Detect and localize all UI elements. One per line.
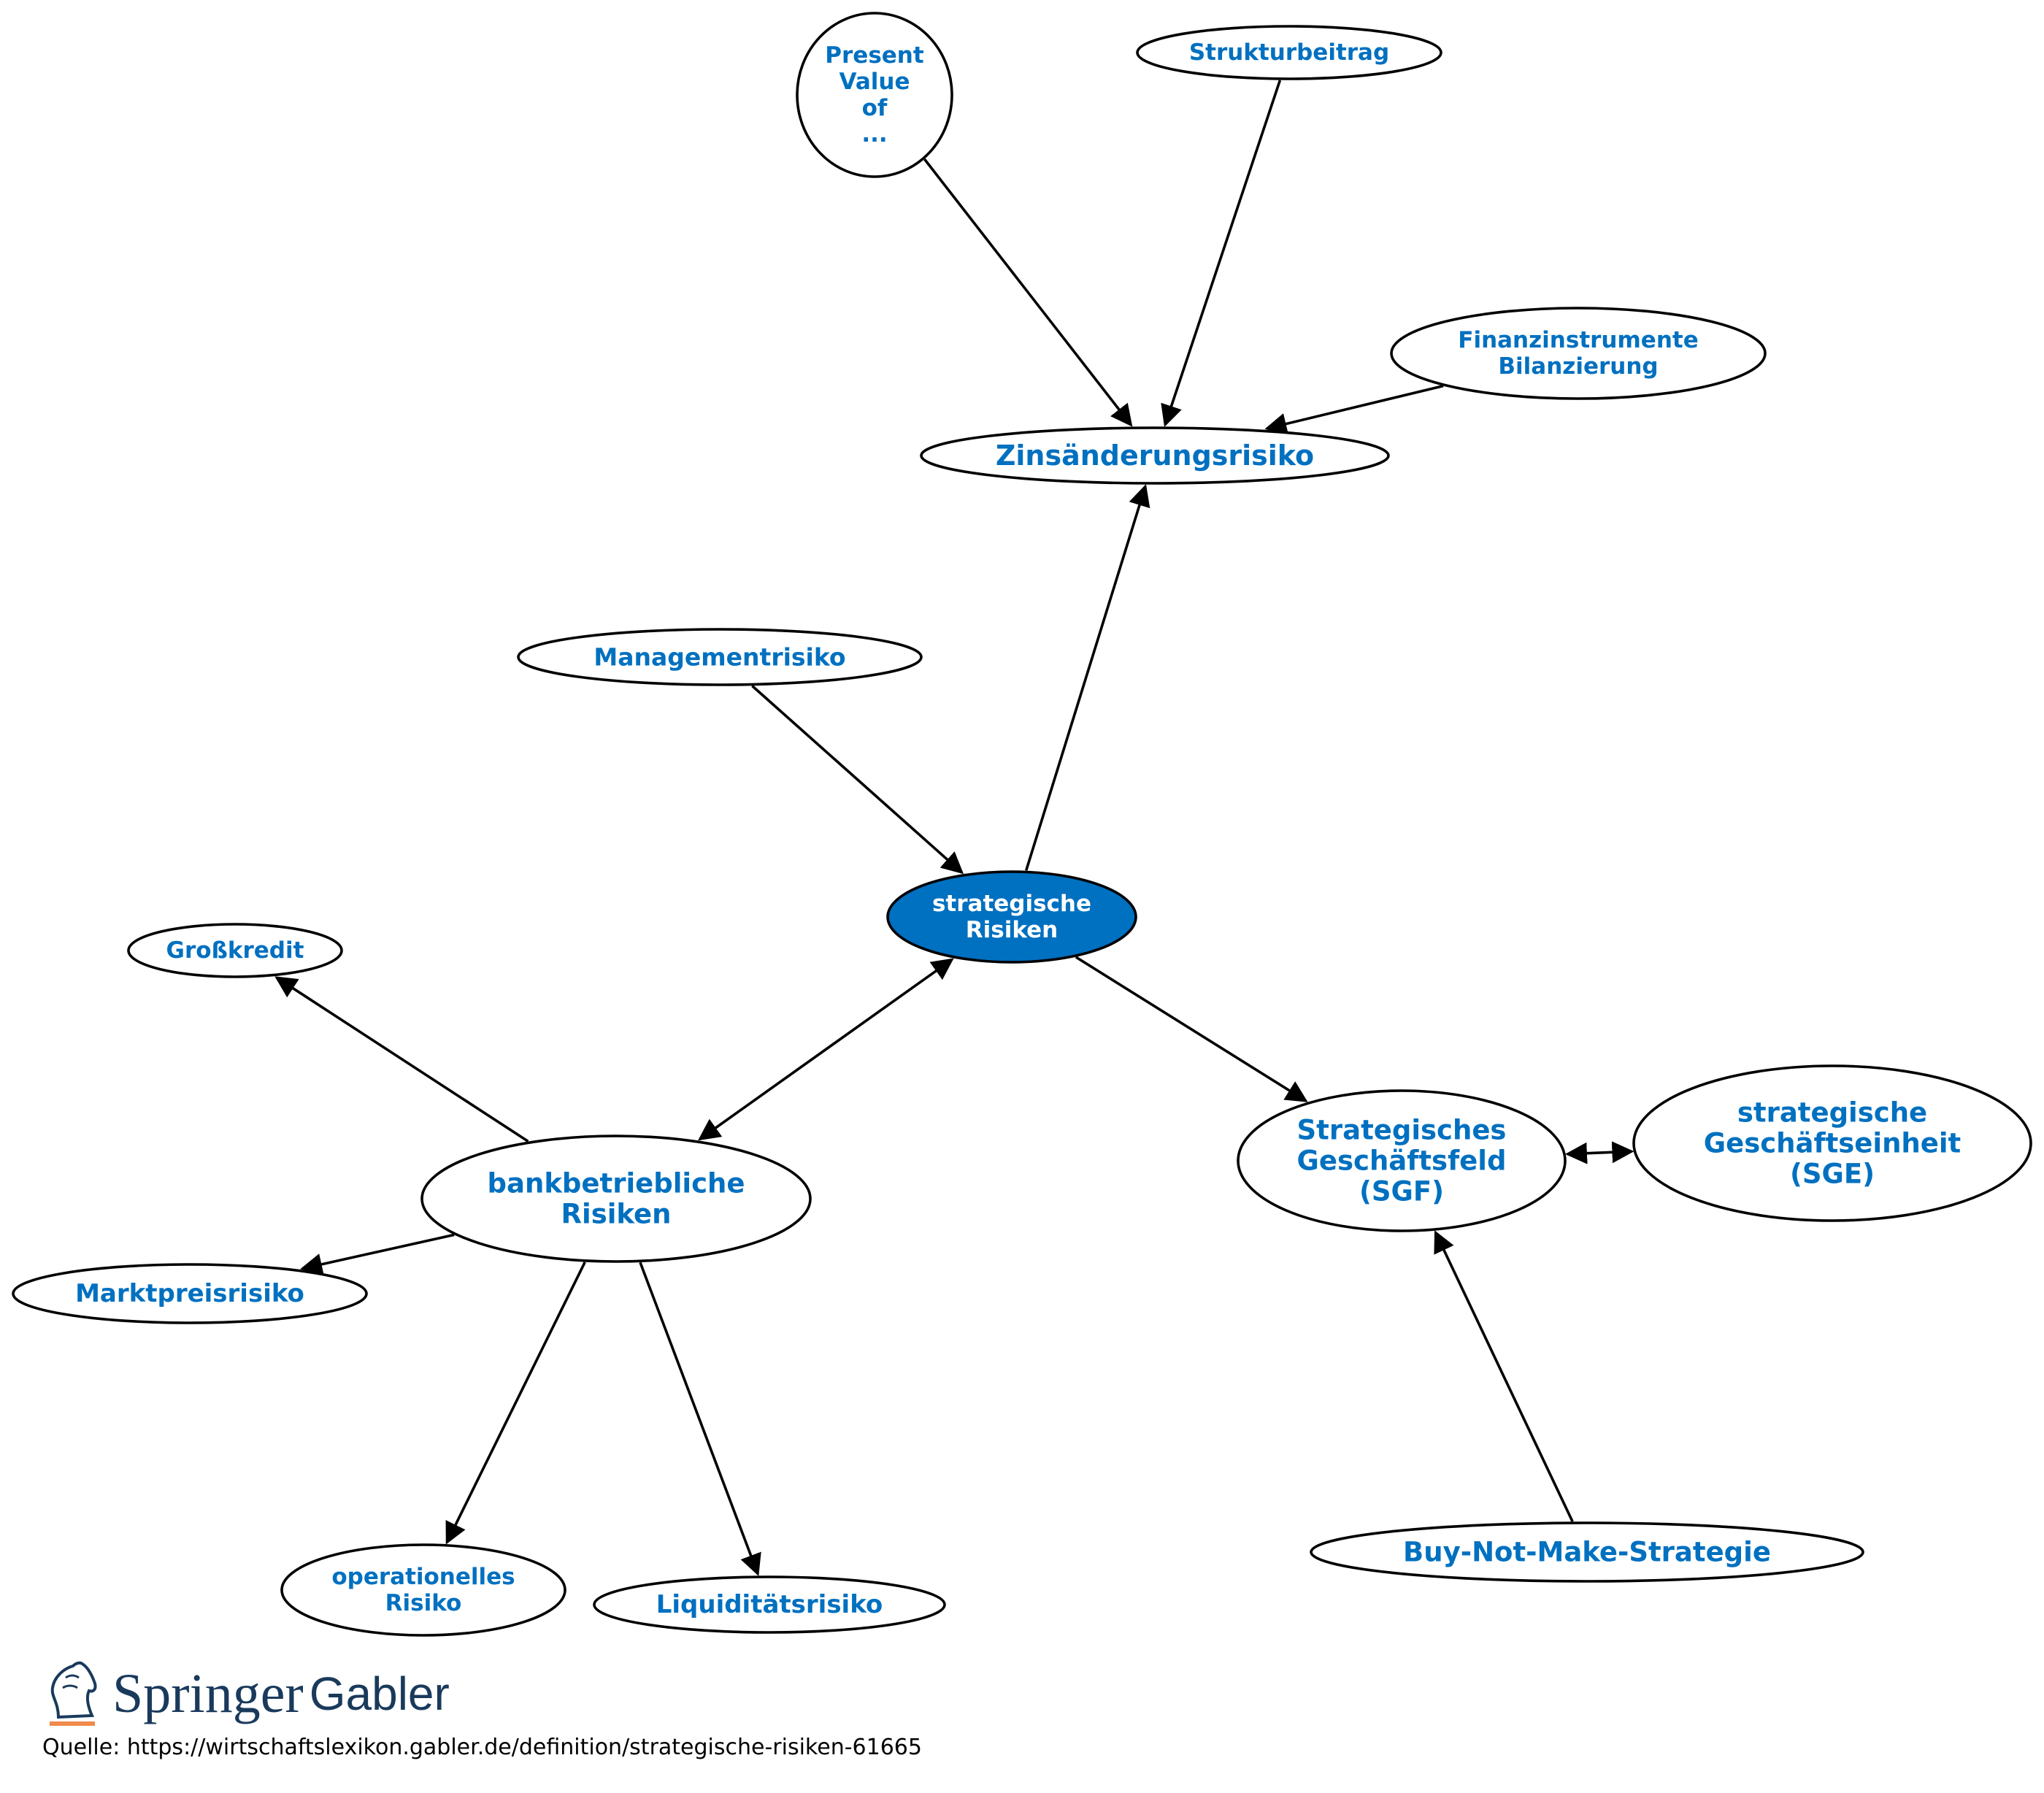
node-label-present-value: of <box>862 95 888 121</box>
node-label-marktpreisrisiko: Marktpreisrisiko <box>75 1279 304 1308</box>
logo-text-gabler: Gabler <box>309 1667 450 1720</box>
edge-buy-not-make-to-sgf <box>1434 1230 1574 1522</box>
node-shape-strukturbeitrag <box>1136 25 1442 80</box>
edge-bankbetriebliche-risiken-to-grosskredit <box>274 976 529 1143</box>
node-label-strategische-risiken: strategische <box>932 891 1091 917</box>
node-label-sgf: (SGF) <box>1359 1176 1444 1208</box>
node-label-present-value: Value <box>840 69 910 95</box>
node-label-sge: (SGE) <box>1790 1159 1875 1190</box>
node-label-present-value: Present <box>825 42 924 69</box>
springer-gabler-logo: Springer Gabler <box>44 1657 450 1730</box>
node-zinsaenderungsrisiko[interactable]: Zinsänderungsrisiko <box>920 426 1390 485</box>
edge-bankbetriebliche-risiken-to-marktpreisrisiko <box>300 1233 455 1275</box>
source-citation: Quelle: https://wirtschaftslexikon.gable… <box>42 1735 922 1760</box>
node-shape-grosskredit <box>127 923 343 978</box>
edge-strukturbeitrag-to-zinsaenderungsrisiko <box>1161 80 1282 427</box>
node-label-strategische-risiken: Risiken <box>966 917 1058 943</box>
logo-text-springer: Springer <box>112 1662 304 1724</box>
edge-present-value-to-zinsaenderungsrisiko <box>923 158 1133 427</box>
node-managementrisiko[interactable]: Managementrisiko <box>517 628 923 686</box>
node-shape-operationelles-risiko <box>280 1543 566 1637</box>
node-label-bankbetriebliche-risiken: Risiken <box>561 1199 672 1230</box>
node-marktpreisrisiko[interactable]: Marktpreisrisiko <box>12 1263 368 1324</box>
node-label-sgf: Strategisches <box>1297 1115 1507 1146</box>
node-label-liquiditaetsrisiko: Liquiditätsrisiko <box>656 1590 883 1619</box>
node-label-buy-not-make: Buy-Not-Make-Strategie <box>1403 1537 1771 1568</box>
node-shape-present-value <box>796 12 953 178</box>
node-shape-sge <box>1632 1064 2032 1222</box>
node-label-grosskredit: Großkredit <box>166 937 304 964</box>
node-label-sge: strategische <box>1737 1097 1927 1129</box>
edge-managementrisiko-to-strategische-risiken <box>751 685 964 875</box>
edge-bankbetriebliche-risiken-to-liquiditaetsrisiko <box>639 1262 761 1576</box>
node-shape-finanzinstrumente <box>1390 307 1767 400</box>
nodes-layer: strategischeRisikenZinsänderungsrisikoPr… <box>12 12 2032 1637</box>
node-shape-strategische-risiken <box>886 870 1137 964</box>
edge-strategische-risiken-to-zinsaenderungsrisiko <box>1024 484 1150 871</box>
node-label-present-value: ... <box>861 121 887 147</box>
edge-bankbetriebliche-risiken-to-strategische-risiken <box>698 958 954 1141</box>
node-buy-not-make[interactable]: Buy-Not-Make-Strategie <box>1310 1521 1864 1583</box>
node-shape-liquiditaetsrisiko <box>593 1575 946 1634</box>
edges-layer <box>274 80 1634 1576</box>
node-label-strukturbeitrag: Strukturbeitrag <box>1189 39 1389 66</box>
node-liquiditaetsrisiko[interactable]: Liquiditätsrisiko <box>593 1575 946 1634</box>
node-label-operationelles-risiko: Risiko <box>385 1590 462 1616</box>
node-shape-zinsaenderungsrisiko <box>920 426 1390 485</box>
node-shape-bankbetriebliche-risiken <box>420 1134 812 1263</box>
edge-sgf-to-sge <box>1565 1141 1634 1164</box>
node-label-sge: Geschäftseinheit <box>1704 1128 1961 1159</box>
node-label-managementrisiko: Managementrisiko <box>593 643 845 672</box>
node-present-value[interactable]: PresentValueof... <box>796 12 953 178</box>
edge-strategische-risiken-to-sgf <box>1075 956 1308 1102</box>
node-grosskredit[interactable]: Großkredit <box>127 923 343 978</box>
node-label-bankbetriebliche-risiken: bankbetriebliche <box>488 1168 745 1199</box>
node-shape-sgf <box>1237 1089 1567 1232</box>
node-shape-managementrisiko <box>517 628 923 686</box>
horse-head-icon <box>50 1661 97 1726</box>
node-shape-marktpreisrisiko <box>12 1263 368 1324</box>
edge-bankbetriebliche-risiken-to-operationelles-risiko <box>445 1262 586 1545</box>
node-shape-buy-not-make <box>1310 1521 1864 1583</box>
node-label-finanzinstrumente: Finanzinstrumente <box>1458 327 1698 353</box>
node-label-sgf: Geschäftsfeld <box>1297 1145 1507 1177</box>
node-strukturbeitrag[interactable]: Strukturbeitrag <box>1136 25 1442 80</box>
edge-finanzinstrumente-to-zinsaenderungsrisiko <box>1264 384 1444 435</box>
node-label-operationelles-risiko: operationelles <box>331 1564 515 1590</box>
node-label-zinsaenderungsrisiko: Zinsänderungsrisiko <box>996 439 1314 472</box>
node-label-finanzinstrumente: Bilanzierung <box>1498 353 1658 380</box>
